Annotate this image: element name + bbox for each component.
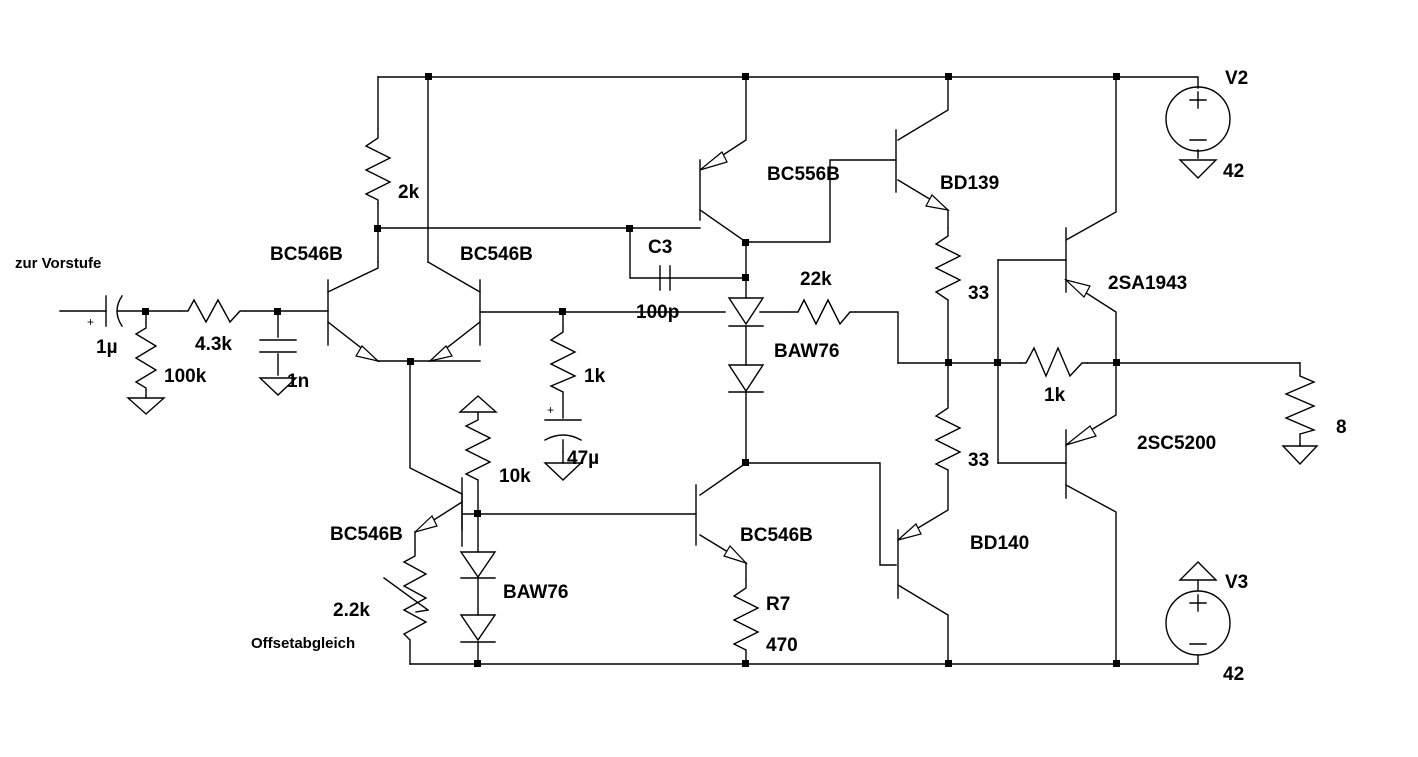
label-r-drv-link: 1k <box>1044 385 1066 406</box>
label-q2: BC546B <box>460 244 533 265</box>
transistor-q1 <box>327 261 381 363</box>
label-q-vas: BC546B <box>740 525 813 546</box>
wires <box>59 76 1301 665</box>
label-q-bc556: BC556B <box>767 164 840 185</box>
junction-dots <box>142 73 1120 667</box>
label-trim: Offsetabgleich <box>251 635 355 652</box>
ground-symbol-1n <box>258 377 298 396</box>
label-q-out-bot: 2SC5200 <box>1137 433 1216 454</box>
label-c-in-filter: 1n <box>287 371 309 392</box>
label-v3-name: V3 <box>1225 572 1248 593</box>
resistor-100k <box>134 322 158 396</box>
vcc-symbol-10k <box>458 395 498 413</box>
input-capacitor: + <box>87 295 123 329</box>
capacitor-47u: + <box>544 403 582 441</box>
transistor-q-vas <box>695 484 749 565</box>
trimmer-arrow-icon <box>383 577 429 613</box>
label-q-tail: BC546B <box>330 524 403 545</box>
ground-symbol-input <box>126 395 166 415</box>
label-q-out-top: 2SA1943 <box>1108 273 1187 294</box>
capacitor-c3 <box>659 265 671 291</box>
label-c-fb: 47µ <box>567 448 599 469</box>
resistor-33-top <box>934 228 962 301</box>
resistor-2k <box>364 128 392 204</box>
labels: zur Vorstufe 1µ 100k 4.3k 1n BC546B BC54… <box>15 68 1347 685</box>
supply-v3 <box>1165 561 1231 656</box>
label-c3-value: 100p <box>636 302 679 323</box>
resistor-4k3 <box>180 298 246 324</box>
resistor-33-bottom <box>934 400 962 471</box>
transistor-2sa1943 <box>1063 227 1091 298</box>
diode-cs-1 <box>459 551 497 579</box>
label-r7-value: 470 <box>766 635 798 656</box>
resistor-r7 <box>732 580 760 651</box>
resistor-load-8 <box>1284 370 1317 435</box>
transistor-q2 <box>427 261 481 363</box>
label-q-drv-top: BD139 <box>940 173 999 194</box>
transistor-bd139 <box>895 129 950 211</box>
label-r7-name: R7 <box>766 594 790 615</box>
resistor-1k-link <box>1020 346 1088 378</box>
label-r-fb-shunt: 1k <box>584 366 606 387</box>
label-q-drv-bot: BD140 <box>970 533 1029 554</box>
label-v2-value: 42 <box>1223 161 1244 182</box>
supply-v2 <box>1165 86 1231 179</box>
label-trim-value: 2.2k <box>333 600 370 621</box>
label-q1: BC546B <box>270 244 343 265</box>
label-r-tail: 10k <box>499 466 531 487</box>
transistor-q-tail <box>414 477 463 547</box>
label-r-collector: 2k <box>398 182 420 203</box>
label-v2-name: V2 <box>1225 68 1248 89</box>
label-r-in-series: 4.3k <box>195 334 232 355</box>
label-c3-name: C3 <box>648 237 672 258</box>
label-r-emitter-bot: 33 <box>968 450 989 471</box>
label-r-emitter-top: 33 <box>968 283 989 304</box>
svg-text:+: + <box>87 315 94 329</box>
label-r-in-shunt: 100k <box>164 366 207 387</box>
resistor-1k-feedback <box>549 326 577 393</box>
diode-bias-1 <box>727 297 765 327</box>
label-c-in: 1µ <box>96 337 118 358</box>
resistor-10k <box>464 412 492 481</box>
label-input: zur Vorstufe <box>15 255 101 272</box>
resistor-22k <box>790 298 856 326</box>
transistor-bc556b <box>629 151 728 229</box>
diode-cs-2 <box>459 614 497 643</box>
capacitor-1n <box>259 339 297 353</box>
label-r-load: 8 <box>1336 417 1347 438</box>
transistor-bd140 <box>897 523 922 599</box>
diode-bias-2 <box>727 364 765 393</box>
label-v3-value: 42 <box>1223 664 1244 685</box>
svg-text:+: + <box>547 403 554 417</box>
ground-symbol-47u <box>543 451 583 481</box>
trimmer-2k2 <box>402 550 428 641</box>
label-d-bias: BAW76 <box>774 341 839 362</box>
label-d-cs: BAW76 <box>503 582 568 603</box>
transistor-2sc5200 <box>1065 425 1097 499</box>
ground-symbol-load <box>1281 443 1319 466</box>
label-r-feedback: 22k <box>800 269 832 290</box>
